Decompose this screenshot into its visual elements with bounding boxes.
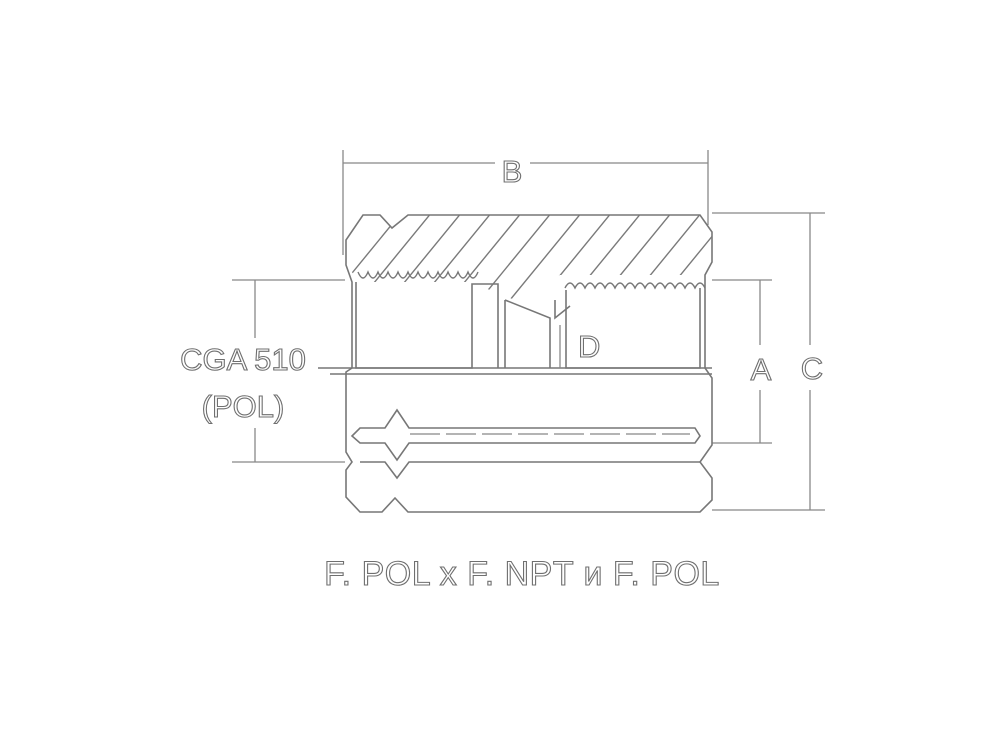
dimension-b: B — [342, 150, 709, 255]
dim-d-label: D — [578, 329, 600, 364]
dimension-c: C — [712, 212, 825, 511]
body-outline — [345, 214, 713, 513]
dimension-cga510: CGA 510 (POL) — [180, 279, 345, 463]
right-thread — [564, 282, 706, 290]
fitting-body: D — [318, 214, 713, 513]
lower-flat-upper — [350, 408, 701, 462]
dim-a-label: A — [751, 352, 772, 387]
caption-text: F. POL x F. NPT и F. POL — [324, 555, 720, 593]
dimension-a: A — [712, 279, 772, 444]
dim-b-label: B — [502, 154, 523, 189]
cga-label-line1: CGA 510 — [180, 342, 306, 377]
left-thread — [357, 270, 479, 279]
centre-passage — [504, 299, 571, 368]
lower-flat-lower — [360, 461, 700, 480]
cga-label-line2: (POL) — [202, 389, 285, 424]
left-bore — [355, 282, 499, 369]
dim-c-label: C — [801, 351, 823, 386]
